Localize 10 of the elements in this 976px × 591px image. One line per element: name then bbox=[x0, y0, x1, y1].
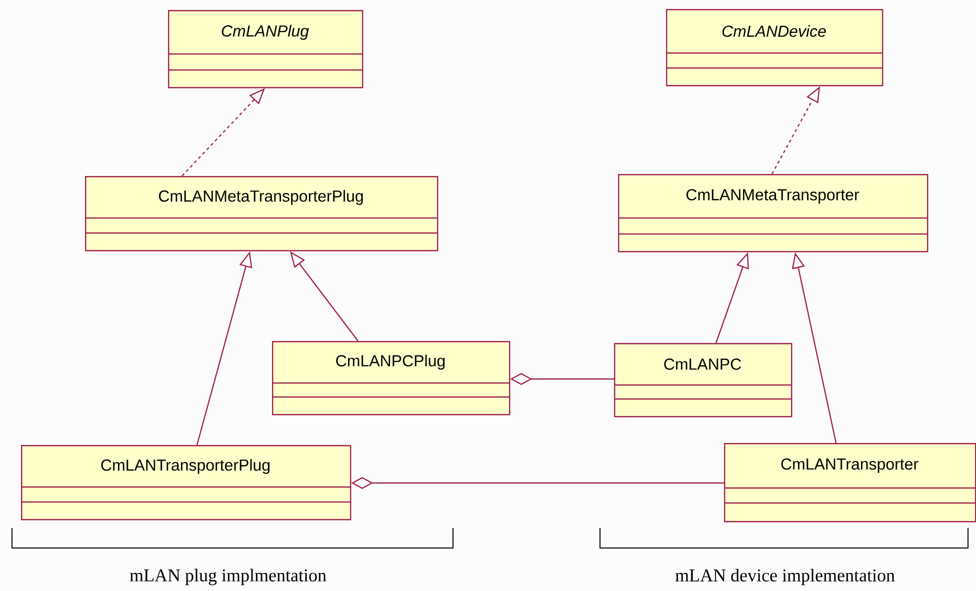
group-caption: mLAN plug implmentation bbox=[130, 568, 326, 586]
class-box: CmLANMetaTransporterPlug bbox=[84, 176, 438, 252]
class-box: CmLANPCPlug bbox=[271, 341, 510, 416]
class-box: CmLANDevice bbox=[665, 9, 884, 86]
class-box: CmLANMetaTransporter bbox=[617, 174, 928, 252]
group-caption: mLAN device implementation bbox=[675, 568, 895, 586]
class-box: CmLANTransporterPlug bbox=[20, 445, 352, 520]
class-box: CmLANPlug bbox=[167, 10, 364, 88]
class-box: CmLANTransporter bbox=[723, 443, 976, 522]
class-box: CmLANPC bbox=[613, 343, 792, 418]
